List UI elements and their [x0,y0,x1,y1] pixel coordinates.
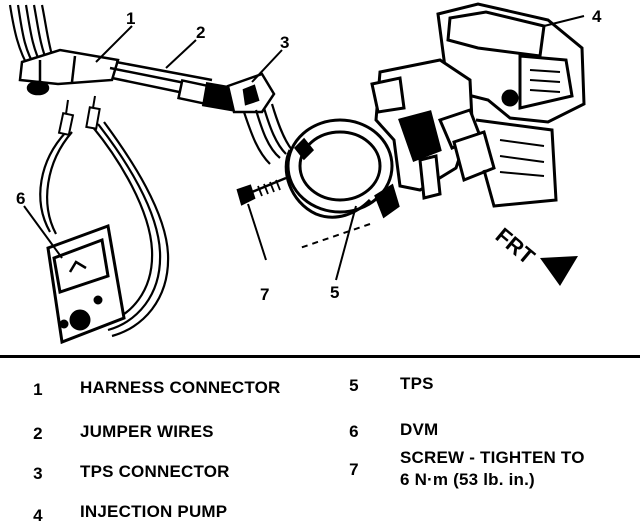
leader-lines [23,15,585,281]
legend-label-4: INJECTION PUMP [80,502,228,521]
callout-1: 1 [126,9,135,28]
callout-5: 5 [330,283,339,302]
callout-4: 4 [592,7,602,26]
tps-sensor [284,118,400,249]
separator-rule [0,355,640,358]
dvm-meter [46,223,126,345]
legend-num-5: 5 [349,376,359,395]
legend-num-7: 7 [349,460,359,479]
probe-tips [57,95,101,137]
legend-label-5: TPS [400,374,434,393]
tps-connector-shape [226,72,276,114]
jumper-wires [109,60,241,113]
legend-num-6: 6 [349,422,359,441]
legend-label-7-line1: SCREW - TIGHTEN TO [400,448,585,467]
legend-num-3: 3 [33,464,43,483]
legend-label-1: HARNESS CONNECTOR [80,378,281,397]
harness-connector [18,48,120,96]
callout-7: 7 [260,285,269,304]
legend-label-7-line2: 6 N·m (53 lb. in.) [400,470,535,489]
legend-label-3: TPS CONNECTOR [80,462,230,481]
legend-label-6: DVM [400,420,439,439]
front-direction-arrow: FRT [491,223,578,286]
legend-num-2: 2 [33,424,43,443]
legend-label-2: JUMPER WIRES [80,422,214,441]
injection-pump [370,2,586,208]
callout-2: 2 [196,23,205,42]
legend-num-1: 1 [33,380,43,399]
legend-num-4: 4 [33,506,43,525]
callout-3: 3 [280,33,289,52]
screw [236,176,287,206]
frt-label: FRT [491,223,540,270]
dvm-leads [39,121,170,338]
tps-wires [242,103,293,165]
callout-6: 6 [16,189,25,208]
